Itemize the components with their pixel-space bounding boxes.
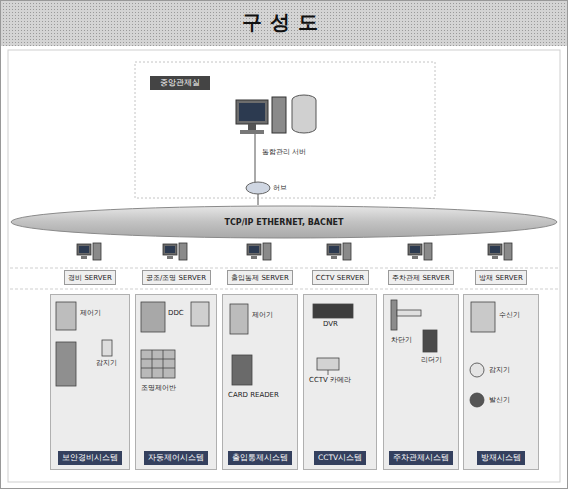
device-label: 감지기 <box>489 366 510 375</box>
content-frame <box>8 50 560 482</box>
column-grounds <box>50 294 539 470</box>
node-text: 중앙관제실 <box>160 78 200 88</box>
strip-line <box>10 268 558 269</box>
strip-line <box>10 289 558 290</box>
server-box: 공조/조명 SERVER <box>142 270 211 285</box>
server-box: 주차관제 SERVER <box>388 270 454 285</box>
device-label: 차단기 <box>391 336 412 345</box>
system-column: 보안경비시스템 <box>50 294 130 470</box>
node-text: 자동제어시스템 <box>144 451 208 465</box>
diagram-title: 구성도 <box>0 9 568 36</box>
server-box: CCTV SERVER <box>312 270 369 285</box>
device-label: 제어기 <box>80 309 101 318</box>
hub-cloud <box>246 182 270 194</box>
server-box: 출입통제 SERVER <box>227 270 293 285</box>
device-label: 감지기 <box>96 359 117 368</box>
server-box: 경비 SERVER <box>64 270 116 285</box>
room-tag: 중앙관제실 <box>150 76 210 90</box>
system-column: 주차관제시스템 <box>383 294 459 470</box>
device-label: 제어기 <box>252 311 273 320</box>
node-text: 출입통제시스템 <box>228 451 292 465</box>
node-text: 주차관제 SERVER <box>392 273 450 283</box>
device-label: 조명제어반 <box>141 384 176 393</box>
server-icons <box>77 243 512 260</box>
control-room-panel <box>135 62 435 198</box>
device-label: CCTV 카메라 <box>309 376 351 385</box>
device-icons <box>56 300 495 407</box>
node-text: 주차관제시스템 <box>389 451 453 465</box>
device-label: 수신기 <box>499 311 520 320</box>
device-label: CARD READER <box>228 391 279 400</box>
device-label: 발신기 <box>489 396 510 405</box>
central-computer <box>236 95 316 205</box>
device-label: DDC <box>168 309 184 318</box>
node-text: 방재 SERVER <box>479 273 523 283</box>
node-text: CCTV SERVER <box>316 274 365 282</box>
node-text: CCTV시스템 <box>314 451 366 465</box>
node-text: 출입통제 SERVER <box>231 273 289 283</box>
system-column: 출입통제시스템 <box>222 294 298 470</box>
node-text: 보안경비시스템 <box>58 451 122 465</box>
node-text: TCP/IP ETHERNET, BACNET <box>224 218 343 227</box>
node-text: 경비 SERVER <box>68 273 112 283</box>
node-text: 방재시스템 <box>477 451 525 465</box>
network-band: TCP/IP ETHERNET, BACNET <box>10 205 558 239</box>
server-box: 방재 SERVER <box>475 270 527 285</box>
device-label: 허브 <box>273 184 287 193</box>
device-label: 통합관리 서버 <box>262 148 306 157</box>
system-column: 자동제어시스템 <box>135 294 217 470</box>
node-text: 공조/조명 SERVER <box>146 273 206 283</box>
device-label: 리더기 <box>421 356 442 365</box>
device-label: DVR <box>323 320 338 329</box>
header-pattern <box>0 0 568 46</box>
system-column: 방재시스템 <box>463 294 539 470</box>
